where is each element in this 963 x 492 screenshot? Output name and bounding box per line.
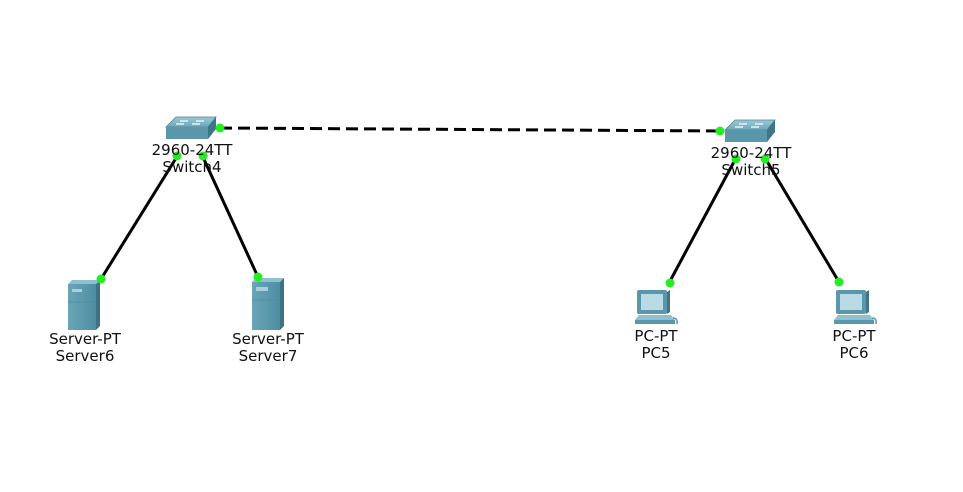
link-status-dot: [172, 151, 182, 161]
device-model: 2960-24TT: [151, 141, 233, 159]
device-label-server7: Server-PT Server7: [232, 331, 304, 365]
device-name: PC5: [641, 344, 671, 362]
link-switch4-switch5[interactable]: [219, 126, 721, 133]
pc-icon[interactable]: [635, 290, 678, 325]
device-label-pc6: PC-PT PC6: [832, 328, 875, 362]
device-model: Server-PT: [49, 330, 121, 348]
link-status-dot: [834, 277, 844, 287]
link-status-dot: [215, 123, 225, 133]
device-name: Server6: [55, 347, 115, 365]
device-label-server6: Server-PT Server6: [49, 331, 121, 365]
device-name: Switch5: [721, 161, 781, 179]
server-icon[interactable]: [68, 280, 100, 330]
device-model: 2960-24TT: [710, 144, 792, 162]
link-switch5-pc6[interactable]: [763, 157, 841, 283]
link-status-dot: [96, 274, 106, 284]
device-model: PC-PT: [634, 327, 678, 345]
device-label-pc5: PC-PT PC5: [634, 328, 677, 362]
switch-icon[interactable]: [165, 116, 217, 139]
link-switch4-server7[interactable]: [200, 154, 260, 278]
device-model: PC-PT: [832, 327, 876, 345]
link-status-dot: [731, 154, 741, 164]
link-status-dot: [760, 154, 770, 164]
pc-icon[interactable]: [834, 290, 877, 325]
link-status-dot: [198, 151, 208, 161]
device-name: Server7: [238, 347, 298, 365]
link-status-dot: [715, 126, 725, 136]
device-label-switch5: 2960-24TT Switch5: [711, 145, 792, 179]
device-name: PC6: [839, 344, 869, 362]
server-icon[interactable]: [252, 278, 284, 330]
device-model: Server-PT: [232, 330, 304, 348]
device-label-switch4: 2960-24TT Switch4: [152, 142, 233, 176]
link-switch5-pc5[interactable]: [667, 157, 738, 284]
switch-icon[interactable]: [724, 119, 776, 142]
device-name: Switch4: [162, 158, 222, 176]
link-status-dot: [253, 272, 263, 282]
link-switch4-server6[interactable]: [99, 154, 180, 280]
link-status-dot: [665, 278, 675, 288]
